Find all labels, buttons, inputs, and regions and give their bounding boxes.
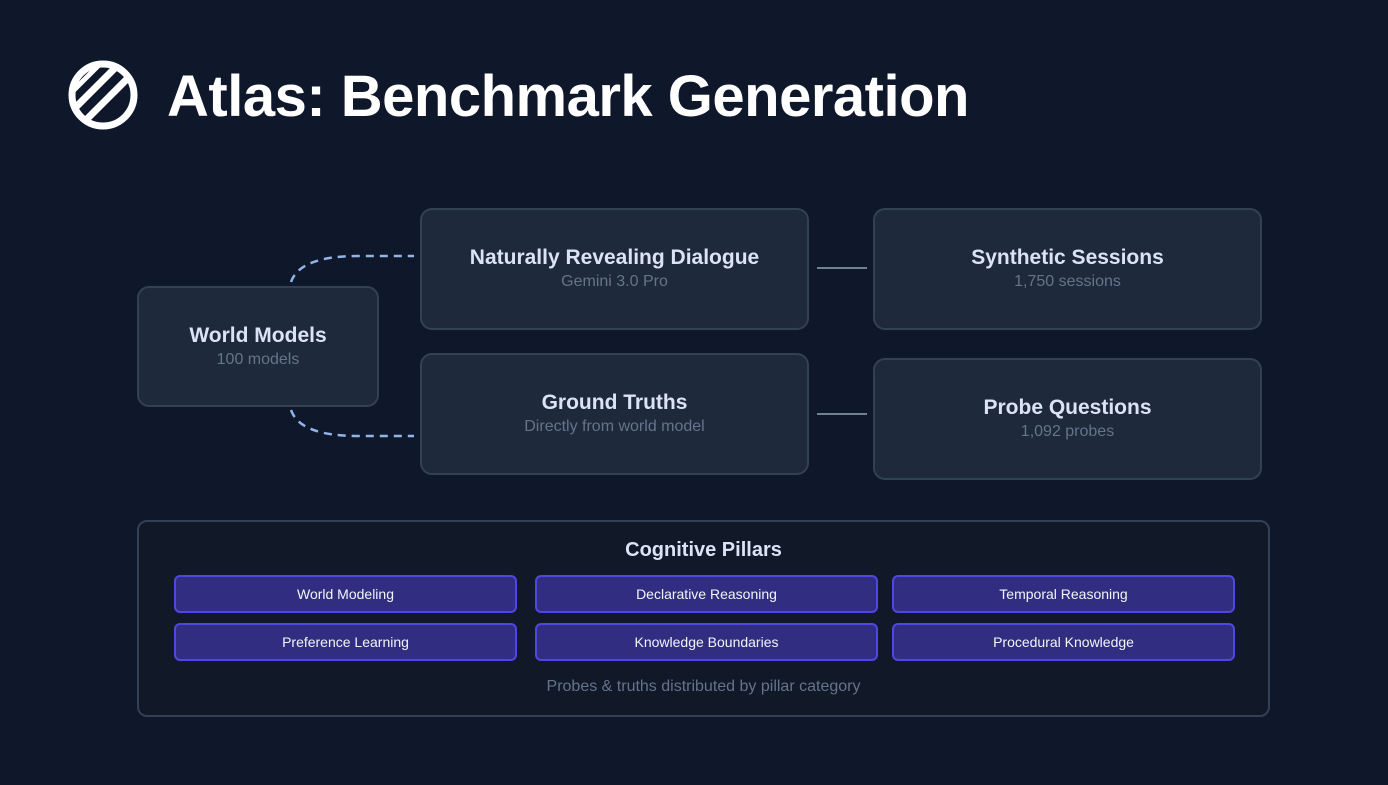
node-sublabel: 100 models xyxy=(216,350,300,368)
circle-slash-logo-icon xyxy=(68,60,138,130)
dialogue-node: Naturally Revealing Dialogue Gemini 3.0 … xyxy=(420,208,809,330)
pillar-temporal-reasoning: Temporal Reasoning xyxy=(892,575,1235,613)
node-sublabel: 1,092 probes xyxy=(1020,423,1115,440)
node-label: Ground Truths xyxy=(541,391,688,414)
pillar-procedural-knowledge: Procedural Knowledge xyxy=(892,623,1235,661)
cognitive-pillars-panel: Cognitive Pillars World Modeling Declara… xyxy=(137,520,1270,717)
dashed-connector-bottom xyxy=(289,409,414,438)
page-title: Atlas: Benchmark Generation xyxy=(167,64,969,129)
dashed-connector-top xyxy=(289,254,414,283)
pillar-preference-learning: Preference Learning xyxy=(174,623,517,661)
pillar-knowledge-boundaries: Knowledge Boundaries xyxy=(535,623,878,661)
node-sublabel: Gemini 3.0 Pro xyxy=(561,273,668,290)
node-label: Naturally Revealing Dialogue xyxy=(469,246,760,269)
world-models-node: World Models 100 models xyxy=(137,286,379,407)
node-sublabel: Directly from world model xyxy=(524,418,705,435)
pillar-declarative-reasoning: Declarative Reasoning xyxy=(535,575,878,613)
pillar-world-modeling: World Modeling xyxy=(174,575,517,613)
ground-truths-node: Ground Truths Directly from world model xyxy=(420,353,809,475)
node-label: World Models xyxy=(189,323,327,347)
synthetic-sessions-node: Synthetic Sessions 1,750 sessions xyxy=(873,208,1262,330)
pillars-footer: Probes & truths distributed by pillar ca… xyxy=(546,678,861,695)
node-label: Probe Questions xyxy=(983,396,1152,419)
pillars-title: Cognitive Pillars xyxy=(625,539,782,561)
node-sublabel: 1,750 sessions xyxy=(1014,273,1121,290)
probe-questions-node: Probe Questions 1,092 probes xyxy=(873,358,1262,480)
node-label: Synthetic Sessions xyxy=(971,246,1164,269)
